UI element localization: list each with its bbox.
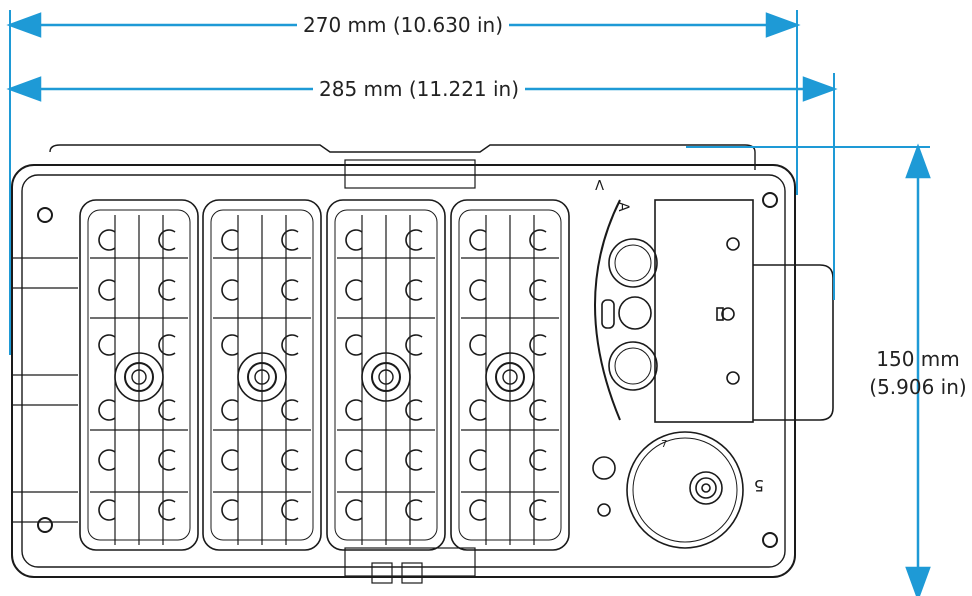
arrow-up-icon	[905, 143, 931, 179]
splice-tray-group	[79, 199, 570, 551]
port-cluster	[594, 199, 658, 421]
top-mark-label: V	[595, 176, 604, 191]
splice-tray	[202, 199, 322, 551]
arrow-right-icon	[765, 12, 801, 38]
enclosure-outline	[11, 144, 796, 584]
height-dim-label-in: (5.906 in)	[869, 375, 967, 399]
splice-tray	[326, 199, 446, 551]
height-dim-label-mm: 150 mm	[876, 347, 960, 371]
arrow-left-icon	[6, 76, 42, 102]
port-a-label: A	[615, 202, 631, 212]
width-outer-dim-label: 285 mm (11.221 in)	[313, 77, 526, 101]
arrow-left-icon	[6, 12, 42, 38]
bracket-plate	[654, 199, 834, 423]
arrow-down-icon	[905, 566, 931, 596]
arrow-right-icon	[802, 76, 838, 102]
width-inner-dim-label: 270 mm (10.630 in)	[297, 13, 510, 37]
gauge-mark-label: 7	[661, 439, 667, 450]
cable-gland	[592, 431, 744, 549]
splice-tray	[450, 199, 570, 551]
port-5-label: 5	[754, 476, 764, 495]
splice-tray	[79, 199, 199, 551]
